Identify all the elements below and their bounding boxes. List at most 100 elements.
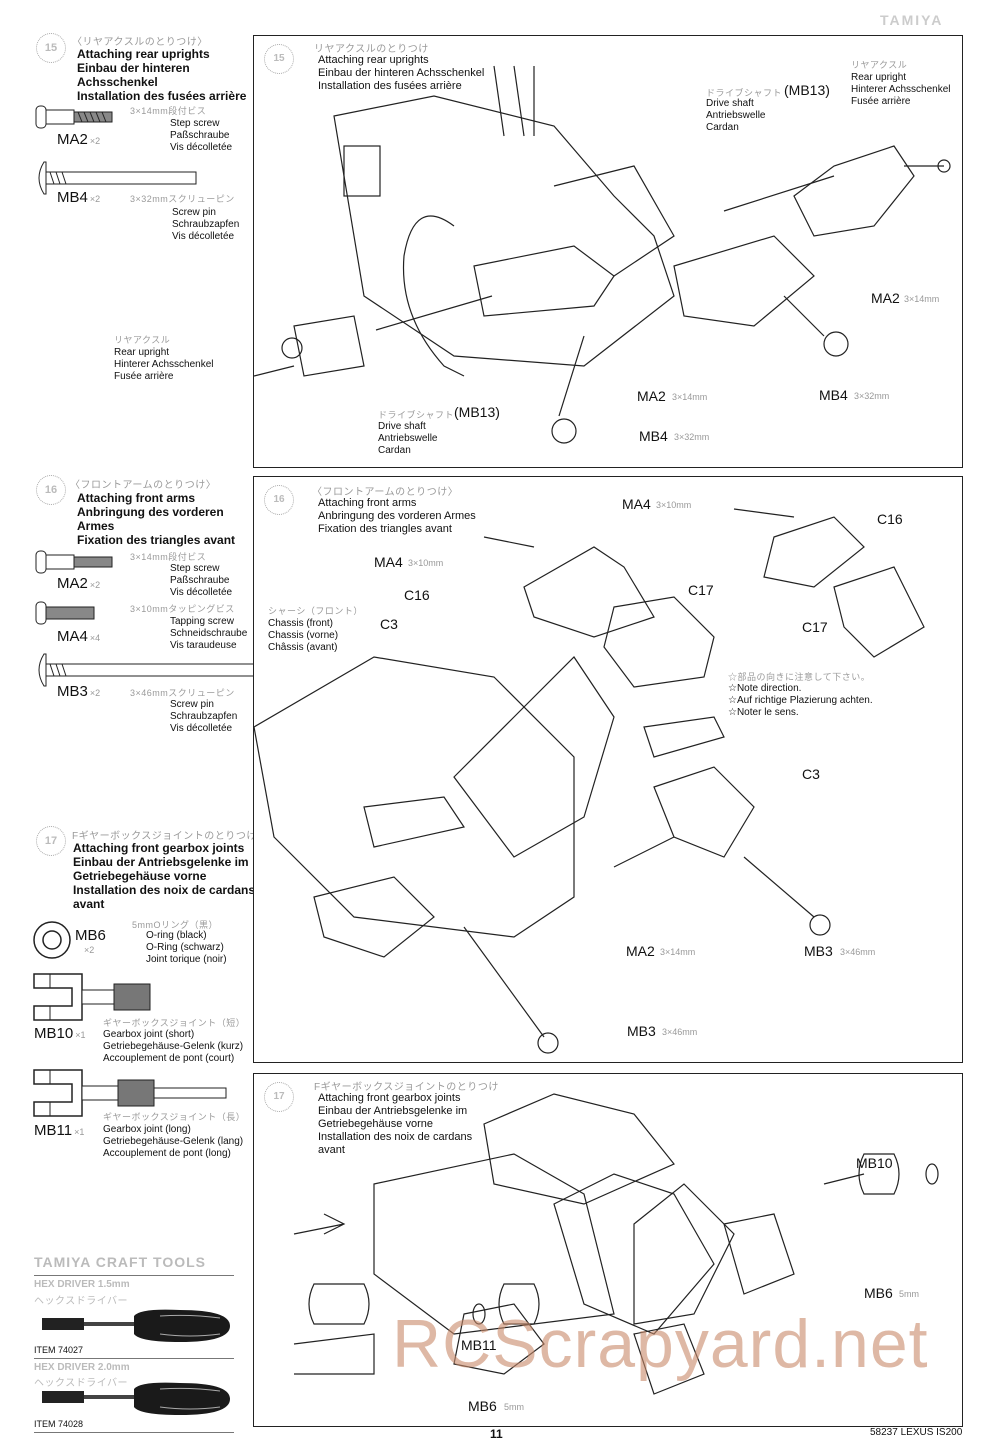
part-qty: ×2 bbox=[89, 194, 101, 204]
part-desc-fr: Vis décolletée bbox=[170, 142, 233, 153]
part-desc: Screw pin Schraubzapfen Vis décolletée bbox=[172, 207, 239, 243]
part-desc-de: Getriebegehäuse-Gelenk (lang) bbox=[103, 1136, 244, 1147]
part-desc-de: Paßschraube bbox=[170, 130, 230, 141]
callout-part-code: MB3 bbox=[627, 1023, 656, 1039]
step-title: Attaching rear uprights Einbau der hinte… bbox=[77, 47, 246, 103]
part-desc-en: Tapping screw bbox=[170, 616, 234, 627]
callout-dimension: 3×32mm bbox=[674, 432, 710, 442]
part-desc-de: Schraubzapfen bbox=[170, 711, 238, 722]
step-title: Attaching front arms Anbringung des vord… bbox=[77, 491, 235, 547]
callout-desc-line: Fusée arrière bbox=[114, 371, 174, 382]
note-direction: ☆Note direction. ☆Auf richtige Plazierun… bbox=[728, 683, 873, 719]
callout-dimension: 3×32mm bbox=[854, 391, 890, 401]
part-desc-fr: Accouplement de pont (court) bbox=[103, 1053, 235, 1064]
divider bbox=[34, 1275, 234, 1276]
part-jp-desc: ギヤーボックスジョイント（短） bbox=[103, 1018, 246, 1028]
part-desc: Gearbox joint (long) Getriebegehäuse-Gel… bbox=[103, 1124, 243, 1160]
step-16-diagram-panel: 16 〈フロントアームのとりつけ〉 Attaching front arms A… bbox=[253, 476, 963, 1063]
part-code-label: MB4 bbox=[57, 189, 88, 206]
rear-upright-assembly-drawing bbox=[254, 65, 951, 444]
part-code: MB10×1 bbox=[34, 1026, 85, 1043]
callout-jp: リヤアクスル bbox=[114, 335, 171, 345]
step-number-badge: 17 bbox=[36, 826, 66, 856]
callout-jp: ドライブシャフト bbox=[706, 88, 783, 98]
step-title-line: Attaching front gearbox joints bbox=[318, 1092, 461, 1104]
tool-jp-name: ヘックスドライバー bbox=[34, 1378, 128, 1389]
part-code-label: MA4 bbox=[57, 628, 88, 645]
callout-part-code: MB6 bbox=[864, 1285, 893, 1301]
step-title-line: Armes bbox=[77, 519, 115, 533]
front-arms-assembly-drawing bbox=[254, 508, 925, 1054]
gearbox-joint-long-icon bbox=[33, 1069, 227, 1117]
part-code: MA2×2 bbox=[57, 132, 100, 149]
callout-jp: リヤアクスル bbox=[851, 60, 908, 70]
part-desc-de: Paßschraube bbox=[170, 575, 230, 586]
callout-part-code: C3 bbox=[802, 766, 820, 782]
step-title-line: Einbau der Antriebsgelenke im bbox=[73, 855, 249, 869]
callout-part-code: C16 bbox=[404, 587, 430, 603]
part-jp-desc: 3×32mmスクリューピン bbox=[130, 194, 235, 204]
step-number-badge: 15 bbox=[36, 33, 66, 63]
callout-desc-line: Antriebswelle bbox=[706, 110, 766, 121]
part-jp-desc: 3×14mm段付ビス bbox=[130, 552, 207, 562]
page-number: 11 bbox=[490, 1427, 503, 1441]
step-number-badge: 15 bbox=[264, 44, 294, 74]
callout-dimension: 3×46mm bbox=[840, 947, 876, 957]
callout-desc-line: Cardan bbox=[378, 445, 411, 456]
part-code: MB3×2 bbox=[57, 684, 100, 701]
callout-desc-line: Antriebswelle bbox=[378, 433, 438, 444]
callout-dimension: 3×46mm bbox=[662, 1027, 698, 1037]
part-code: MA2×2 bbox=[57, 576, 100, 593]
step-title-line: Fixation des triangles avant bbox=[318, 523, 452, 535]
callout-part-code: C17 bbox=[802, 619, 828, 635]
step-title-line: Attaching front arms bbox=[318, 497, 417, 509]
step-title-line: Attaching rear uprights bbox=[318, 54, 429, 66]
part-desc-fr: Accouplement de pont (long) bbox=[103, 1148, 231, 1159]
part-desc-en: Screw pin bbox=[172, 207, 216, 218]
part-desc: Gearbox joint (short) Getriebegehäuse-Ge… bbox=[103, 1029, 243, 1065]
part-desc-fr: Vis décolletée bbox=[170, 587, 233, 598]
part-desc: O-ring (black) O-Ring (schwarz) Joint to… bbox=[146, 930, 227, 966]
step-title: Attaching rear uprights Einbau der hinte… bbox=[318, 54, 484, 93]
callout-desc: Drive shaft Antriebswelle Cardan bbox=[706, 98, 765, 134]
part-jp-desc: 5mmOリング（黒） bbox=[132, 920, 219, 930]
step-17-diagram-panel: 17 Fギヤーボックスジョイントのとりつけ Attaching front ge… bbox=[253, 1073, 963, 1427]
step-title-line: Installation des fusées arrière bbox=[318, 80, 462, 92]
callout-dimension: 3×10mm bbox=[408, 558, 444, 568]
part-qty: ×1 bbox=[74, 1127, 85, 1137]
callout-desc-line: Fusée arrière bbox=[851, 96, 911, 107]
step-15-diagram-panel: 15 リヤアクスルのとりつけ Attaching rear uprights E… bbox=[114, 35, 963, 468]
part-code-label: MB11 bbox=[34, 1122, 73, 1139]
step-jp-title: Fギヤーボックスジョイントのとりつけ bbox=[72, 831, 257, 842]
screwdriver-icon bbox=[42, 1382, 230, 1415]
tapping-screw-icon bbox=[35, 601, 95, 625]
callout-desc: Chassis (front) Chassis (vorne) Châssis … bbox=[268, 618, 338, 654]
part-desc-fr: Vis décolletée bbox=[170, 723, 233, 734]
screw-pin-icon bbox=[38, 161, 197, 195]
part-desc: Step screw Paßschraube Vis décolletée bbox=[170, 563, 232, 599]
callout-part-code: MB11 bbox=[461, 1337, 497, 1353]
tool-item-number: ITEM 74028 bbox=[34, 1419, 84, 1429]
part-desc-en: Screw pin bbox=[170, 699, 214, 710]
part-qty: ×2 bbox=[89, 136, 101, 146]
step-title-line: Installation des noix de cardans bbox=[73, 883, 256, 897]
brand-header-faded: TAMIYA bbox=[880, 12, 944, 28]
step-number-badge: 16 bbox=[264, 485, 294, 515]
part-code: MB4×2 bbox=[57, 190, 100, 207]
o-ring-icon bbox=[33, 921, 71, 959]
callout-desc-line: Rear upright bbox=[851, 72, 907, 83]
callout-part-code: MA2 bbox=[871, 290, 900, 306]
step-title-line: Attaching front arms bbox=[77, 491, 196, 505]
callout-part-code: C17 bbox=[688, 582, 714, 598]
callout-desc: Rear upright Hinterer Achsschenkel Fusée… bbox=[851, 72, 951, 108]
callout-part-code: MB4 bbox=[639, 428, 668, 444]
part-code-label: MA2 bbox=[57, 131, 88, 148]
step-jp-title: 〈フロントアームのとりつけ〉 bbox=[312, 487, 459, 498]
step-jp-title: 〈リヤアクスルのとりつけ〉 bbox=[72, 37, 208, 48]
callout-jp: シャーシ（フロント） bbox=[268, 606, 363, 616]
step-number-badge: 16 bbox=[36, 475, 66, 505]
callout-part-code: (MB13) bbox=[784, 82, 830, 98]
note-line: ☆Note direction. bbox=[728, 683, 802, 694]
part-desc-en: O-ring (black) bbox=[146, 930, 207, 941]
callout-desc-line: Rear upright bbox=[114, 347, 170, 358]
